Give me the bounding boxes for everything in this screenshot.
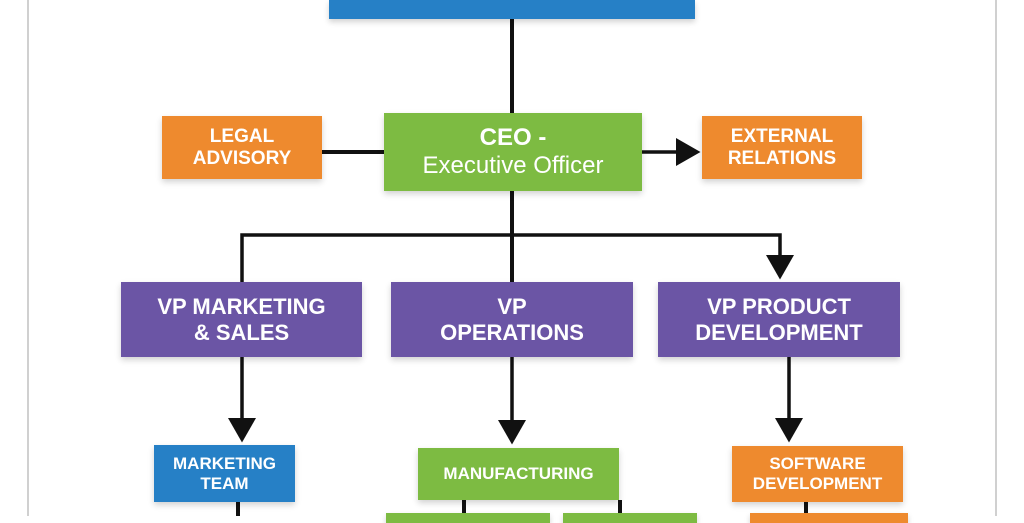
node-marketing-team: MARKETING TEAM — [154, 445, 295, 502]
node-software-development: SOFTWARE DEVELOPMENT — [732, 446, 903, 502]
node-partial-orange — [750, 513, 908, 523]
node-ceo: CEO - Executive Officer — [384, 113, 642, 191]
node-vp-marketing-sales: VP MARKETING & SALES — [121, 282, 362, 357]
node-partial-green-1 — [386, 513, 550, 523]
node-partial-green-2 — [563, 513, 697, 523]
node-vp-product-development: VP PRODUCT DEVELOPMENT — [658, 282, 900, 357]
top-node — [329, 0, 695, 19]
ceo-subtitle: Executive Officer — [422, 152, 604, 179]
ceo-title: CEO - — [479, 124, 547, 152]
node-vp-operations: VP OPERATIONS — [391, 282, 633, 357]
node-legal-advisory: LEGAL ADVISORY — [162, 116, 322, 179]
connector-ceo-vps — [240, 233, 794, 282]
node-manufacturing: MANUFACTURING — [418, 448, 619, 500]
node-external-relations: EXTERNAL RELATIONS — [702, 116, 862, 179]
